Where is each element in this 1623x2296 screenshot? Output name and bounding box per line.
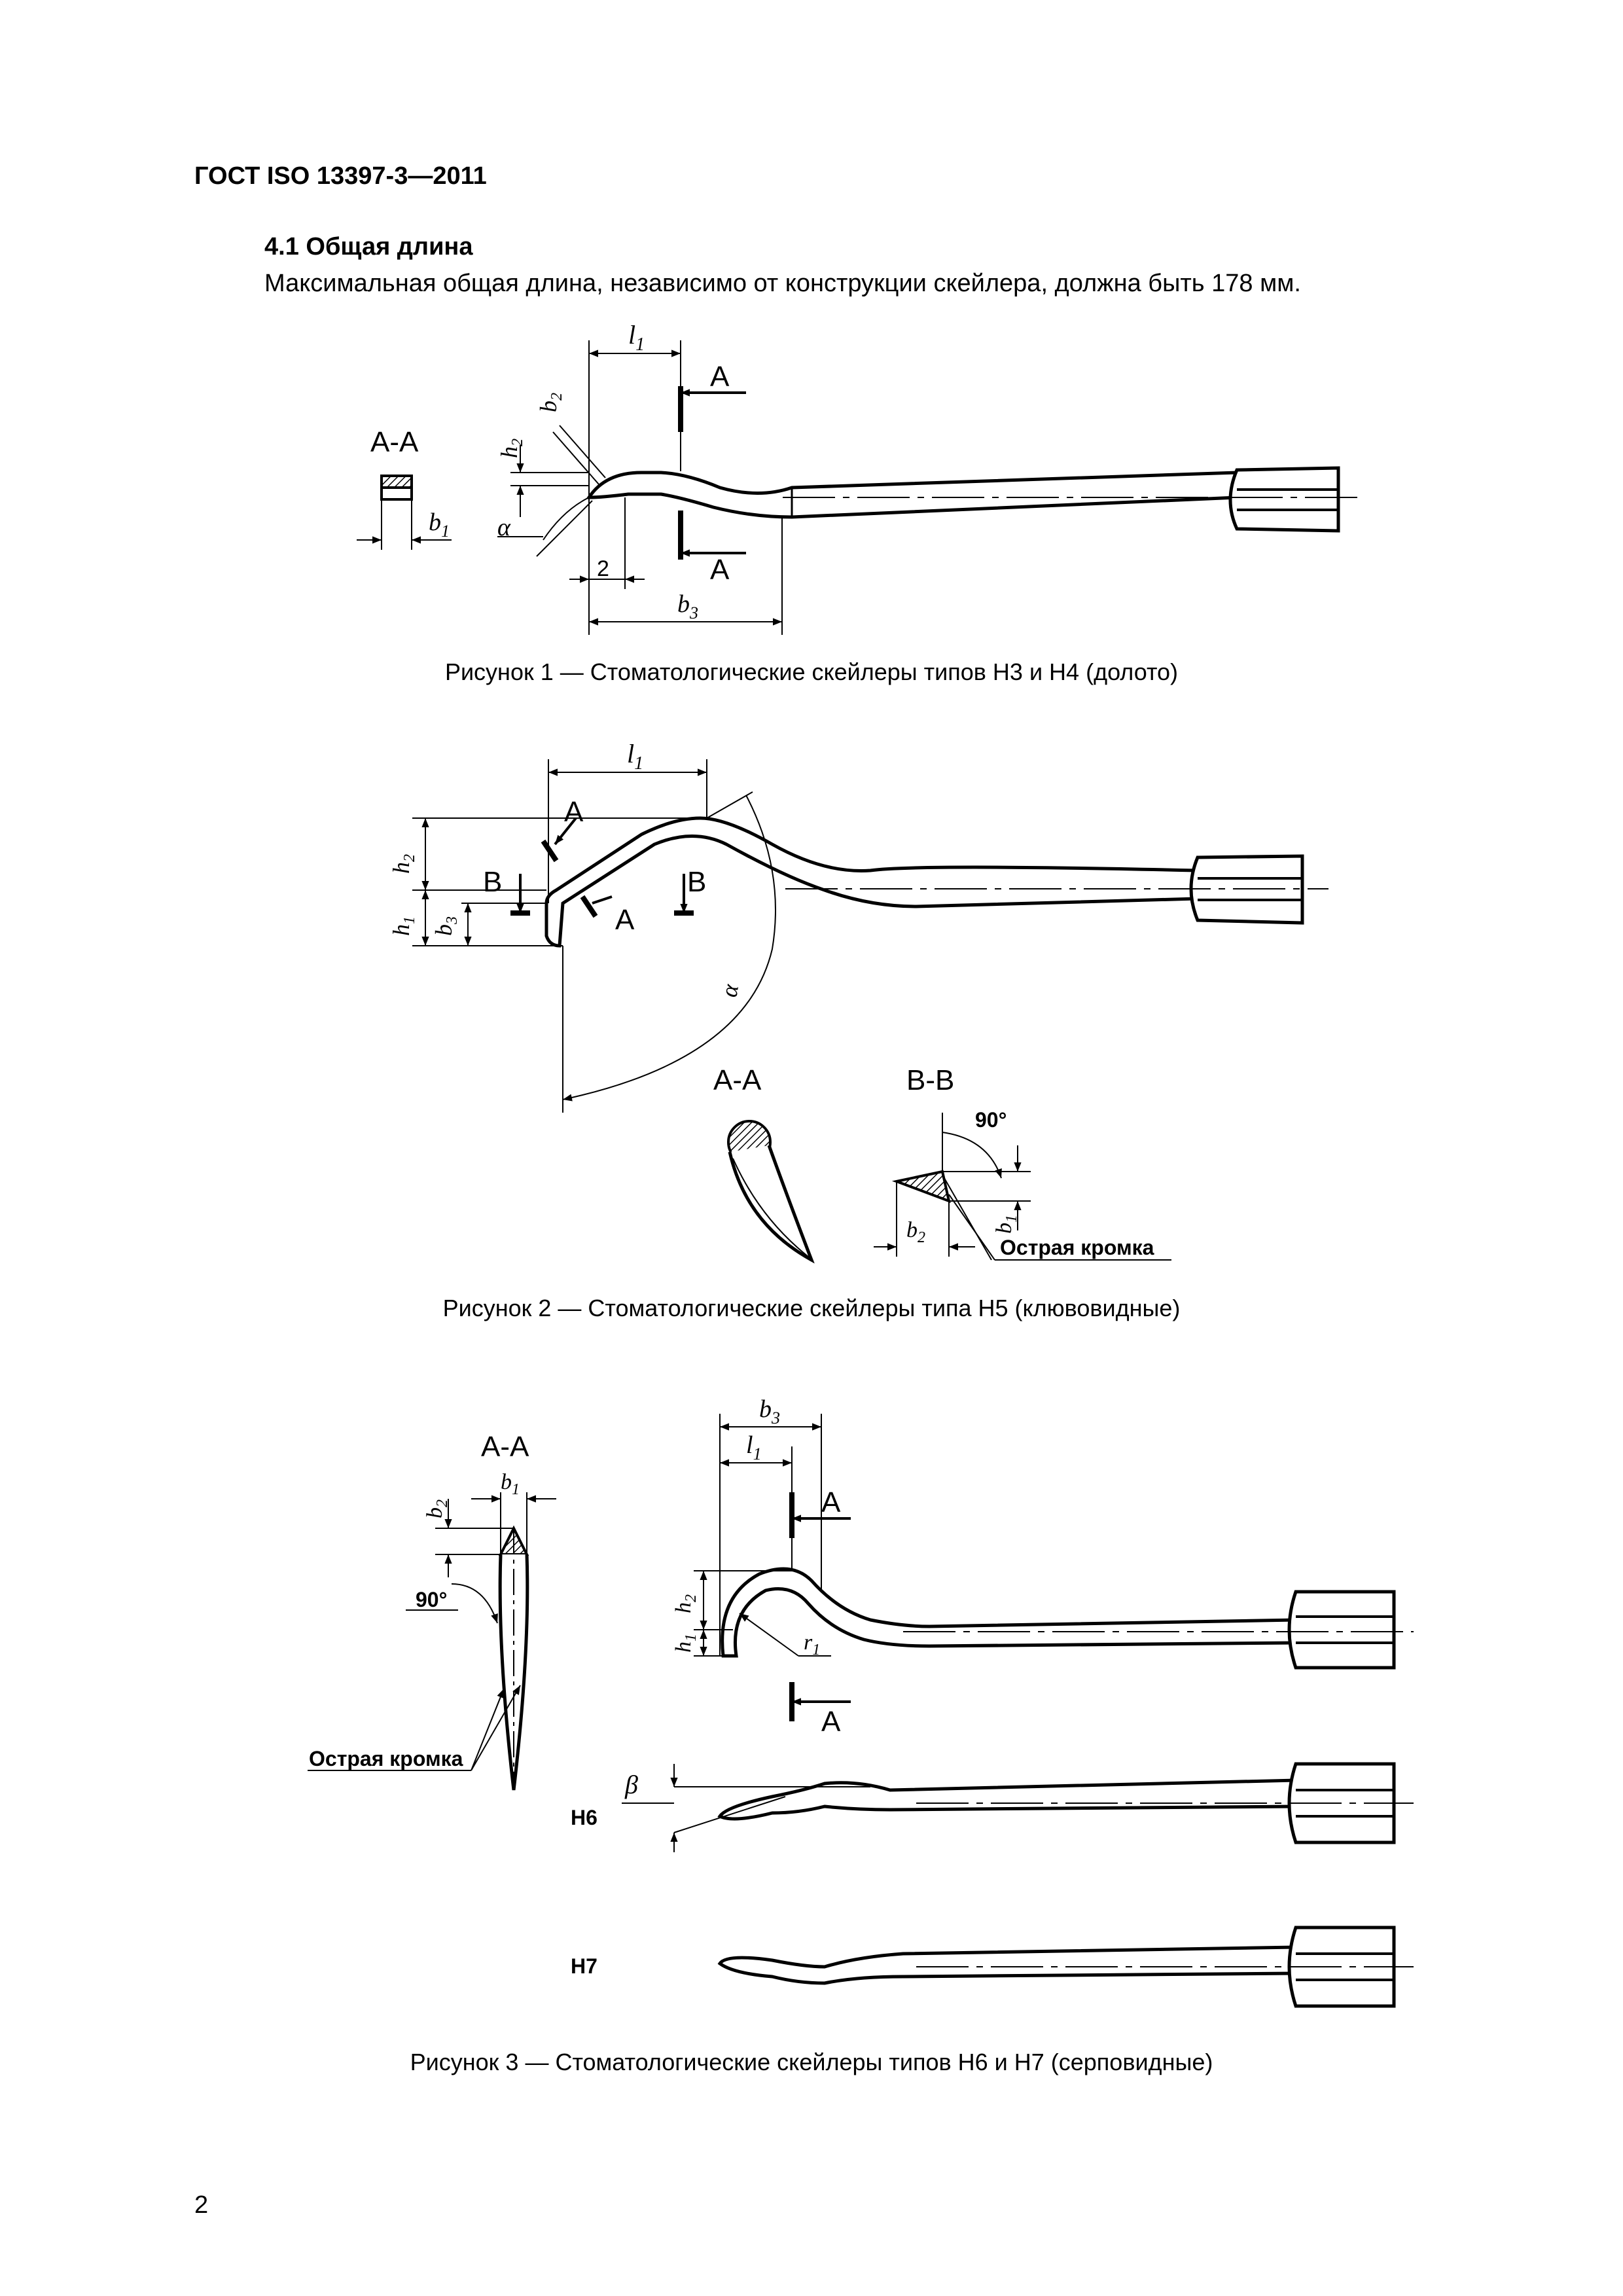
page-number: 2 xyxy=(194,2191,209,2219)
fig1-label-b3: b3 xyxy=(677,590,698,622)
fig3-label-h2: h2 xyxy=(671,1594,700,1613)
fig2-cutting-planes xyxy=(510,817,694,918)
fig3-label-beta: β xyxy=(624,1770,638,1799)
section-paragraph: Максимальная общая длина, независимо от … xyxy=(264,270,1301,297)
fig1-cutting-plane xyxy=(678,386,746,560)
fig3-label-cut-bottom: А xyxy=(821,1706,841,1738)
fig1-label-l1: l1 xyxy=(628,320,645,355)
figure-1-labels: А-А А А l1 b3 b1 2 α h2 b2 xyxy=(370,320,730,622)
fig2-label-h1: h1 xyxy=(388,916,418,936)
fig3-label-b2: b2 xyxy=(423,1499,451,1518)
figure-3-labels: А-А b2 b1 90° Острая кромка b3 l1 А А h2… xyxy=(309,1395,841,1978)
fig2-label-cut-b-right: В xyxy=(687,866,706,898)
fig3-label-angle: 90° xyxy=(416,1588,447,1611)
figure-2-drawing xyxy=(412,759,1329,1264)
fig1-label-h2: h2 xyxy=(496,439,526,458)
fig3-label-h1: h1 xyxy=(671,1634,700,1653)
fig2-label-alpha: α xyxy=(715,982,743,999)
fig2-label-h2: h2 xyxy=(388,854,418,874)
fig2-label-b2: b2 xyxy=(906,1218,925,1246)
fig2-section-aa xyxy=(727,1120,815,1264)
fig3-instrument-h7 xyxy=(717,1926,1414,2008)
fig3-cutting-plane xyxy=(789,1492,851,1721)
fig2-label-l1: l1 xyxy=(627,739,643,774)
fig3-instrument-hook xyxy=(721,1567,1414,1670)
figure-1-drawing xyxy=(357,340,1361,635)
fig1-section-aa xyxy=(357,475,452,550)
figure-1-caption: Рисунок 1 — Стоматологические скейлеры т… xyxy=(444,658,1179,685)
fig3-hook-dimensions xyxy=(694,1414,831,1657)
fig3-label-section: А-А xyxy=(481,1431,529,1463)
fig3-label-edge: Острая кромка xyxy=(309,1747,463,1770)
figure-3-drawing xyxy=(308,1414,1414,2008)
document-header: ГОСТ ISO 13397-3—2011 xyxy=(194,162,487,190)
fig1-dimensions xyxy=(497,340,783,635)
fig1-label-2: 2 xyxy=(597,556,609,581)
fig1-label-cut-bottom: А xyxy=(710,554,730,586)
fig1-label-section: А-А xyxy=(370,426,419,458)
fig1-instrument xyxy=(586,466,1361,533)
fig3-instrument-h6 xyxy=(622,1762,1414,1852)
fig3-label-h7: Н7 xyxy=(571,1954,597,1978)
fig3-label-l1: l1 xyxy=(746,1431,762,1463)
fig1-label-b1: b1 xyxy=(429,509,450,541)
fig2-label-section-aa: А-А xyxy=(713,1064,762,1096)
fig3-label-cut-top: А xyxy=(821,1486,841,1518)
fig3-label-b3: b3 xyxy=(759,1395,780,1427)
figure-2-caption: Рисунок 2 — Стоматологические скейлеры т… xyxy=(442,1295,1181,1321)
fig2-label-angle: 90° xyxy=(975,1108,1007,1132)
fig2-label-edge: Острая кромка xyxy=(1000,1236,1154,1259)
fig1-label-b2: b2 xyxy=(535,393,565,412)
fig2-label-cut-b-left: В xyxy=(483,866,502,898)
figure-2-labels: l1 А А В В h2 h1 b3 α А-А В-В 90° b2 b1 … xyxy=(388,739,1154,1259)
fig3-label-h6: Н6 xyxy=(571,1806,597,1829)
fig2-label-b1: b1 xyxy=(992,1215,1020,1234)
fig1-label-cut-top: А xyxy=(710,361,730,393)
fig1-label-alpha: α xyxy=(497,514,511,541)
fig2-label-b3: b3 xyxy=(431,916,461,936)
fig3-label-r1: r1 xyxy=(804,1630,820,1659)
section-title: 4.1 Общая длина xyxy=(264,233,473,260)
fig3-section-aa xyxy=(308,1492,556,1791)
fig2-instrument xyxy=(544,816,1329,948)
fig2-label-section-bb: В-В xyxy=(906,1064,954,1096)
fig2-label-cut-a-top: А xyxy=(564,796,584,828)
fig2-section-bb xyxy=(874,1113,1171,1261)
fig2-dimensions xyxy=(412,759,776,1113)
figure-3-caption: Рисунок 3 — Стоматологические скейлеры т… xyxy=(410,2049,1213,2075)
fig3-label-b1: b1 xyxy=(501,1470,520,1498)
fig2-label-cut-a-bottom: А xyxy=(615,904,635,936)
